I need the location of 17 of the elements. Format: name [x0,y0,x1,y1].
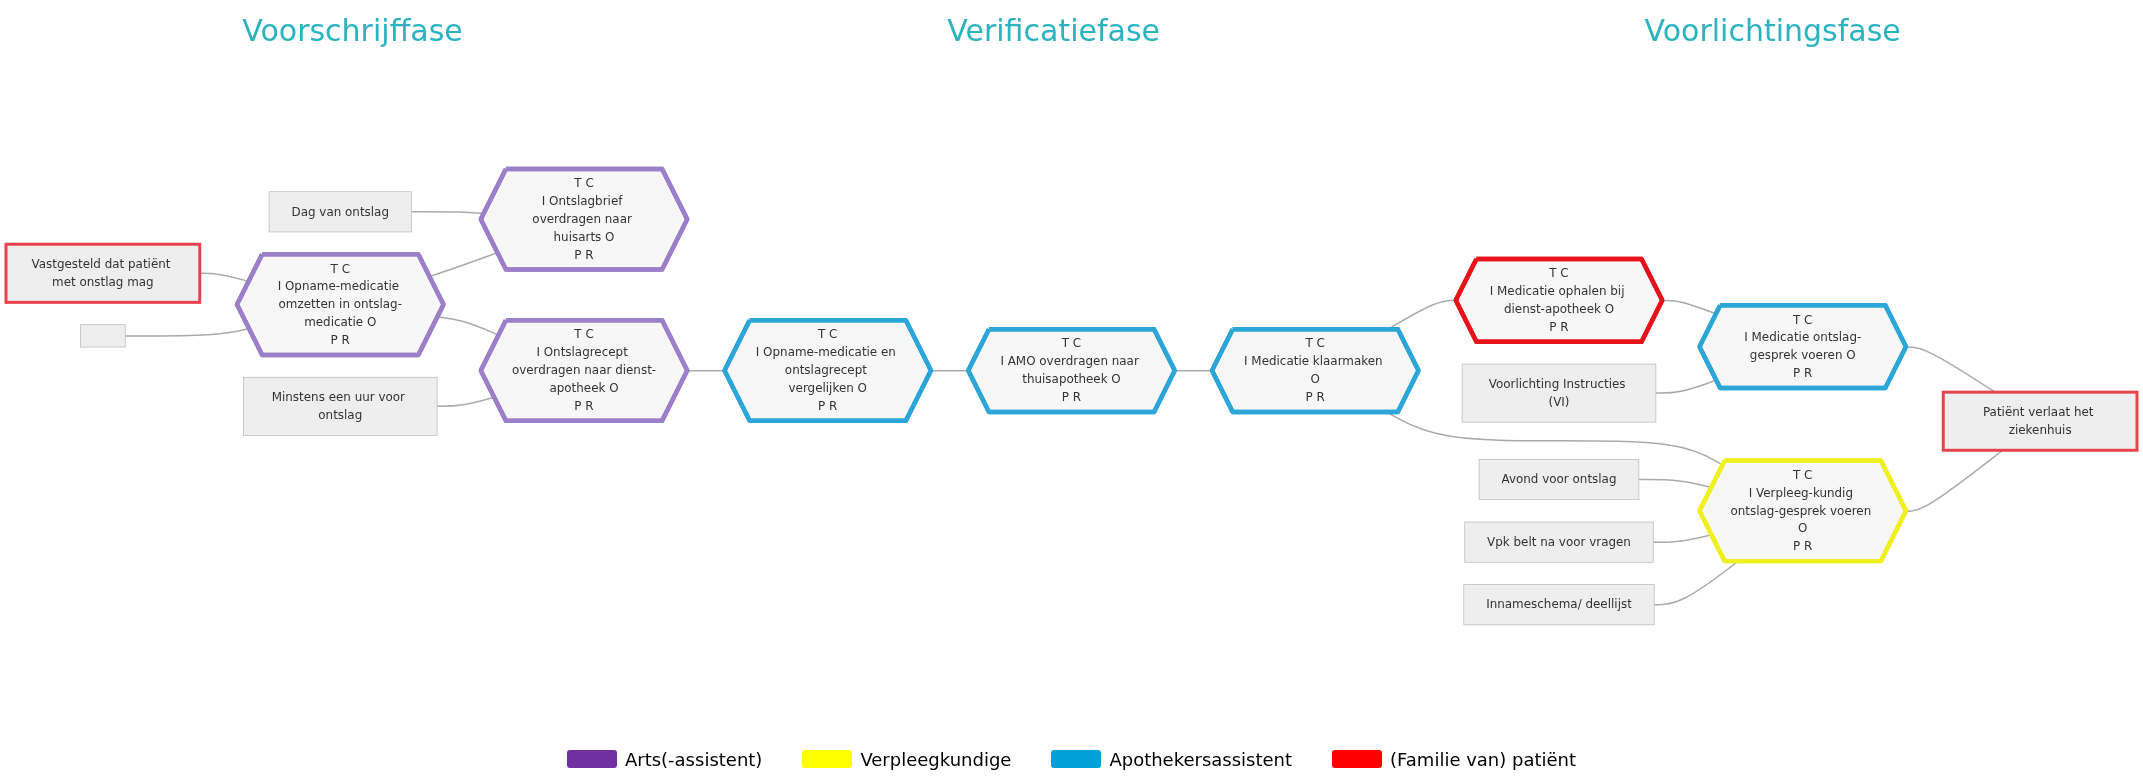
node-box: Innameschema/ deellijst [1463,584,1655,626]
node-box: Patiënt verlaat het ziekenhuis [1941,390,2139,452]
node-box: Minstens een uur voor ontslag [243,376,438,436]
legend-label: Verpleegkundige [860,748,1012,770]
node-box: Vastgesteld dat patiënt met onstlag mag [4,242,202,304]
legend-label: Apothekersassistent [1109,748,1293,770]
connector [1905,346,1996,393]
legend-label: (Familie van) patiënt [1390,748,1577,770]
node-box: Dag van ontslag [268,191,412,233]
phase-heading: Voorschrijffase [242,12,463,48]
phase-heading: Voorlichtingsfase [1644,12,1901,48]
node-box: Avond voor ontslag [1478,459,1640,501]
node-box: Voorlichting Instructies (VI) [1461,363,1657,423]
phase-heading: Verificatiefase [947,12,1160,48]
legend-label: Arts(-assistent) [624,748,763,770]
node-box: Vpk belt na voor vragen [1464,521,1654,563]
node-box [80,324,126,348]
